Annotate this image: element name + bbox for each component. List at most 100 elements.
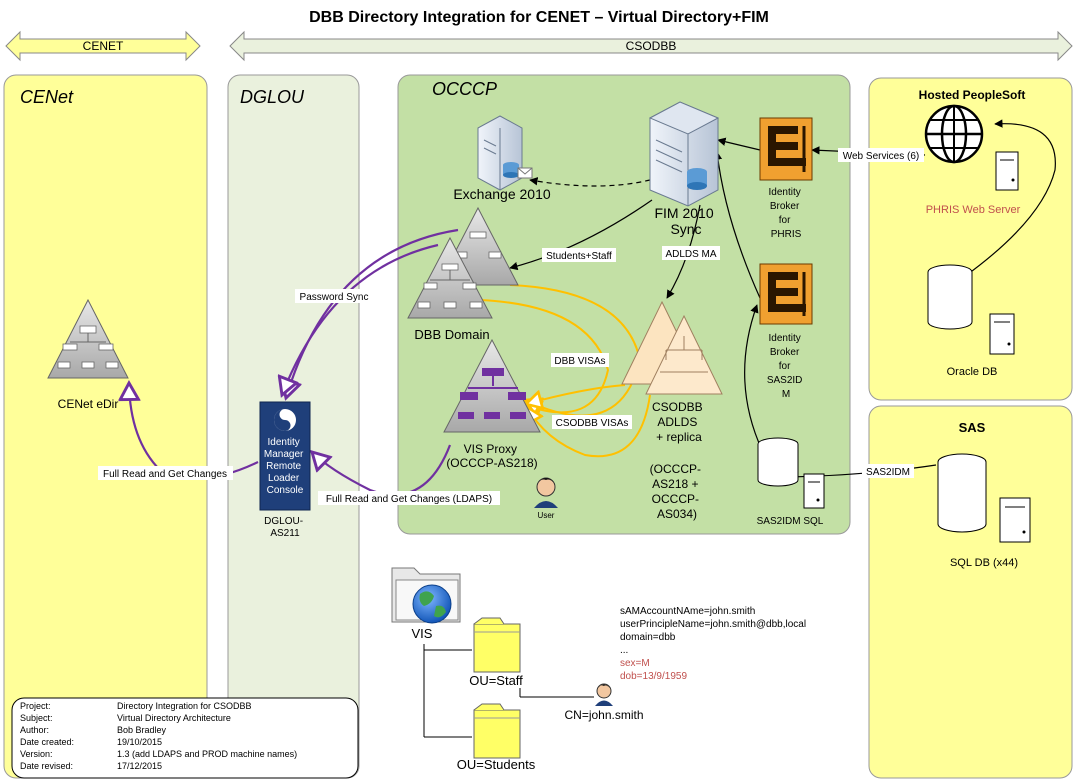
idm-console-line-4: Loader: [268, 473, 300, 484]
svg-text:ADLDS MA: ADLDS MA: [665, 249, 716, 260]
idm-console-line-3: Remote: [266, 461, 301, 472]
ou-staff-label: OU=Staff: [469, 673, 523, 688]
info-value-project: Directory Integration for CSODBB: [117, 701, 252, 711]
idm-console-line-2: Manager: [264, 449, 304, 460]
cenet-edir-directory-icon: [47, 298, 129, 379]
ou-staff-folder-icon: [473, 617, 521, 673]
idm-host-line-1: DGLOU-: [264, 516, 303, 527]
hosted-peoplesoft-label: Hosted PeopleSoft: [919, 88, 1026, 102]
user-attributes: sAMAccountNAme=john.smith userPrincipleN…: [620, 606, 809, 682]
ou-students-folder-icon: [473, 703, 521, 759]
svg-text:Identity Broker for: Identity Broker for SAS2ID M: [767, 333, 805, 400]
phris-web-server-icon: [995, 151, 1019, 191]
info-key-version: Version:: [20, 749, 53, 759]
edge-label-web-services: Web Services (6): [838, 148, 924, 162]
fim-sync-server-icon: [648, 101, 720, 207]
identity-broker-phris-icon: [759, 117, 813, 181]
svg-text:FIM 2010 Sync: FIM 2010 Sync: [654, 205, 717, 237]
info-value-version: 1.3 (add LDAPS and PROD machine names): [117, 749, 297, 759]
vis-proxy-label-line-1: VIS Proxy: [464, 442, 517, 456]
attr-dob: dob=13/9/1959: [620, 671, 687, 682]
adlds-hosts-line-1: (OCCCP-: [650, 462, 701, 476]
cenet-zone: [3, 74, 208, 779]
fim-label-line-2: Sync: [670, 221, 701, 237]
svg-text:Web Services (6): Web Services (6): [843, 151, 920, 162]
password-sync-connector-a: [286, 228, 459, 398]
attr-domain: domain=dbb: [620, 632, 676, 643]
oracle-db-database-icon: [927, 264, 1015, 355]
attr-samaccountname: sAMAccountNAme=john.smith: [620, 606, 755, 617]
fim-to-exchange-connector: [529, 177, 651, 187]
broker-sas2idm-line-5: M: [782, 389, 790, 400]
info-value-subject: Virtual Directory Architecture: [117, 713, 231, 723]
vis-tree: VIS OU=Staff OU=Students CN=john.smith: [391, 567, 644, 772]
sas-zone-label: SAS: [959, 420, 986, 435]
dbb-visas-connector-a: [479, 299, 610, 412]
sql-db-label: SQL DB (x44): [950, 557, 1018, 569]
info-key-project: Project:: [20, 701, 51, 711]
fim-label-line-1: FIM 2010: [654, 205, 713, 221]
oracle-db-label: Oracle DB: [947, 366, 998, 378]
info-key-revised: Date revised:: [20, 761, 73, 771]
svg-text:(OCCCP- AS218 + OCCCP-: (OCCCP- AS218 + OCCCP- AS034): [650, 462, 705, 521]
vis-proxy-directory-icon: [443, 338, 541, 433]
exchange-server-icon: [477, 115, 533, 191]
idm-console-line-1: Identity: [267, 437, 299, 448]
adlds-label-line-2: ADLDS: [657, 415, 697, 429]
adlds-label-line-3: + replica: [656, 430, 702, 444]
ou-students-label: OU=Students: [457, 757, 536, 772]
svg-text:SAS2IDM: SAS2IDM: [866, 467, 910, 478]
edge-label-adlds-ma: ADLDS MA: [662, 246, 720, 260]
diagram-title: DBB Directory Integration for CENET – Vi…: [309, 9, 769, 26]
sas2idm-sql-label: SAS2IDM SQL: [757, 516, 824, 527]
dglou-zone-label: DGLOU: [240, 87, 305, 107]
cn-user-icon: [595, 683, 613, 706]
svg-text:Full Read and Get Changes: Full Read and Get Changes: [103, 469, 227, 480]
exchange-label: Exchange 2010: [453, 186, 551, 202]
phris-web-globe-icon: [924, 104, 984, 164]
adlds-hosts-line-3: OCCCP-: [652, 492, 699, 506]
edge-label-dbb-visas: DBB VISAs: [551, 353, 609, 367]
broker-sas2idm-to-fim-connector: [713, 151, 761, 299]
svg-text:DGLOU- AS211: DGLOU- AS211: [264, 516, 306, 539]
occcp-zone-label: OCCCP: [432, 79, 497, 99]
phris-web-server-label: PHRIS Web Server: [926, 204, 1021, 216]
edge-label-full-read: Full Read and Get Changes: [98, 466, 233, 480]
vis-root-folder-icon: [391, 567, 461, 624]
svg-text:Identity Manager R: Identity Manager Remote Loader Console: [264, 437, 306, 496]
svg-text:VIS Proxy (OCCCP-AS218): VIS Proxy (OCCCP-AS218): [446, 442, 537, 470]
broker-phris-line-4: PHRIS: [771, 229, 802, 240]
info-key-subject: Subject:: [20, 713, 53, 723]
svg-text:CSODBB VISAs: CSODBB VISAs: [556, 418, 629, 429]
sas2idm-sql-database-icon: [757, 437, 825, 509]
attr-sex: sex=M: [620, 658, 650, 669]
fim-to-dbbdomain-connector: [509, 199, 653, 271]
svg-text:Project: Subject:: Project: Subject: Author: Date created: …: [20, 701, 77, 771]
svg-text:DBB VISAs: DBB VISAs: [554, 356, 605, 367]
csodbb-banner-label: CSODBB: [626, 39, 677, 53]
adlds-hosts-line-2: AS218 +: [652, 477, 698, 491]
svg-text:Directory Integration for CSOD: Directory Integration for CSODBB Virtual…: [117, 701, 300, 771]
user-label: User: [538, 511, 555, 520]
info-value-author: Bob Bradley: [117, 725, 167, 735]
info-value-revised: 17/12/2015: [117, 761, 162, 771]
edge-label-full-read-ldaps: Full Read and Get Changes (LDAPS): [318, 491, 500, 505]
info-key-author: Author:: [20, 725, 49, 735]
idm-remote-loader-console-icon: Identity Manager Remote Loader Console: [259, 401, 311, 511]
broker-sas2idm-line-2: Broker: [770, 347, 800, 358]
csodbb-visas-connector-b: [527, 394, 651, 458]
adlds-label-line-1: CSODBB: [652, 400, 703, 414]
broker-phris-to-fim-connector: [717, 137, 761, 151]
vis-proxy-label-line-2: (OCCCP-AS218): [446, 456, 537, 470]
attr-upn: userPrincipleName=john.smith@dbb,local: [620, 619, 806, 630]
svg-text:CSODBB ADLDS + replica: CSODBB ADLDS + replica: [652, 400, 706, 444]
svg-text:Identity Broker for: Identity Broker for PHRIS: [768, 187, 803, 240]
svg-text:Full Read and Get Changes (LDA: Full Read and Get Changes (LDAPS): [326, 494, 492, 505]
info-value-created: 19/10/2015: [117, 737, 162, 747]
broker-phris-line-2: Broker: [770, 201, 800, 212]
csodbb-banner: CSODBB: [229, 30, 1073, 62]
edge-label-sas2idm: SAS2IDM: [862, 464, 914, 478]
edge-label-students-staff: Students+Staff: [542, 248, 616, 262]
dbb-domain-directory-icon: [407, 206, 519, 319]
